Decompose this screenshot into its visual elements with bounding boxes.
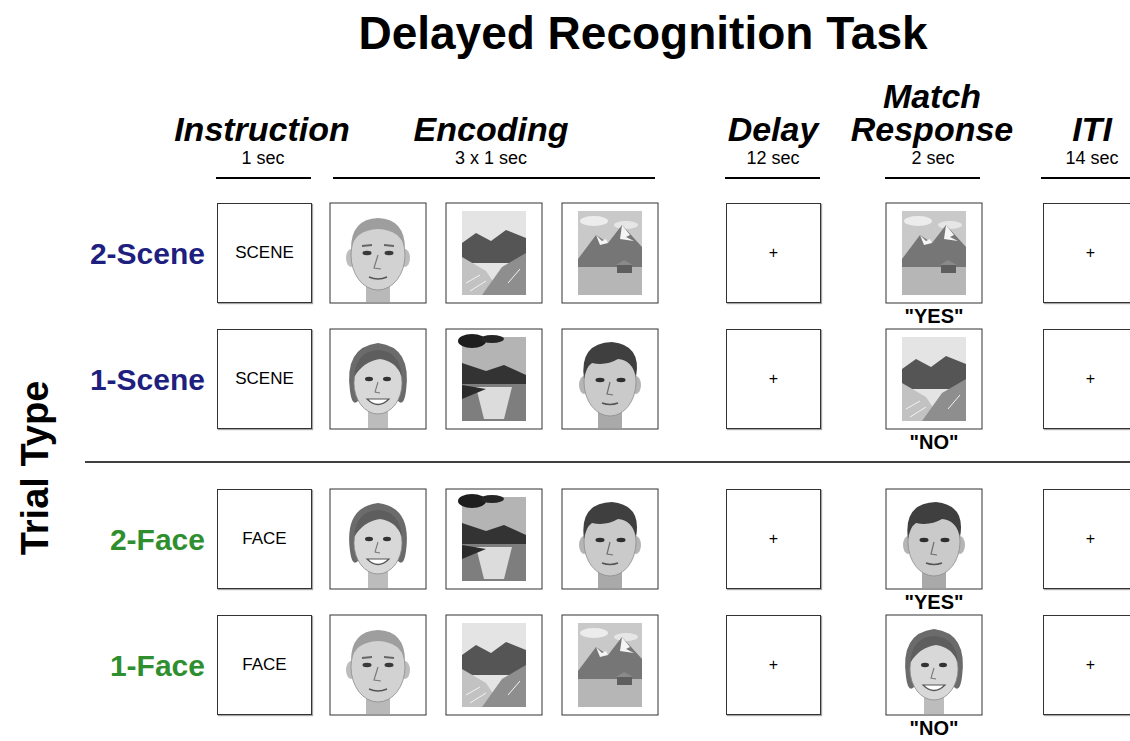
- header-rule: [725, 177, 820, 179]
- face-photo: [349, 343, 407, 428]
- scene-photo: [462, 211, 526, 295]
- instruction-word: FACE: [242, 655, 286, 675]
- image-frame: [886, 203, 982, 303]
- face-photo: [579, 342, 641, 428]
- header-rules: [216, 177, 1130, 179]
- header-rule: [885, 177, 980, 179]
- image-frame: [562, 329, 658, 429]
- scene-photo: [458, 494, 526, 581]
- image-frame: [562, 203, 658, 303]
- response-label: "YES": [905, 305, 964, 327]
- column-header: Encoding: [414, 111, 569, 148]
- image-frame: [446, 329, 542, 429]
- response-label: "YES": [905, 591, 964, 613]
- fixation-cross: +: [769, 656, 778, 674]
- instruction-word: SCENE: [235, 369, 294, 389]
- figure-title: Delayed Recognition Task: [358, 8, 927, 59]
- face-photo: [346, 218, 410, 302]
- image-frame: [886, 489, 982, 589]
- trial-type-label: 2-Face: [110, 523, 205, 556]
- image-frame: [330, 489, 426, 589]
- column-header: Match Response: [842, 80, 1022, 146]
- image-frame: [330, 615, 426, 715]
- instruction-word: SCENE: [235, 243, 294, 263]
- column-header: Delay: [728, 111, 819, 148]
- duration-label: 14 sec: [1065, 149, 1118, 169]
- face-photo: [349, 503, 407, 588]
- instruction-screen: SCENE: [217, 203, 312, 303]
- header-rule: [216, 177, 311, 179]
- fixation-cross: +: [1086, 530, 1095, 548]
- duration-label: 2 sec: [911, 149, 954, 169]
- image-frames: [330, 203, 982, 715]
- divider-line: [85, 461, 1130, 463]
- fixation-cross: +: [769, 530, 778, 548]
- iti-screen: +: [1043, 615, 1130, 715]
- scene-photo: [578, 211, 642, 295]
- face-photo: [905, 629, 963, 714]
- image-frame: [446, 615, 542, 715]
- trial-type-label: 1-Scene: [90, 363, 205, 396]
- delay-screen: +: [726, 203, 821, 303]
- image-frame: [330, 329, 426, 429]
- response-label: "NO": [910, 717, 959, 739]
- face-photo: [579, 502, 641, 588]
- header-rule: [1041, 177, 1130, 179]
- fixation-cross: +: [769, 370, 778, 388]
- column-header: Instruction: [174, 111, 350, 148]
- axis-label: Trial Type: [15, 381, 57, 556]
- response-label: "NO": [910, 431, 959, 453]
- image-frame: [446, 489, 542, 589]
- duration-label: 3 x 1 sec: [455, 149, 527, 169]
- instruction-word: FACE: [242, 529, 286, 549]
- image-frame: [886, 615, 982, 715]
- instruction-screen: FACE: [217, 615, 312, 715]
- face-photo: [346, 630, 410, 714]
- duration-label: 1 sec: [241, 149, 284, 169]
- image-frame: [886, 329, 982, 429]
- delay-screen: +: [726, 615, 821, 715]
- header-rule: [333, 177, 655, 179]
- fixation-cross: +: [1086, 244, 1095, 262]
- iti-screen: +: [1043, 203, 1130, 303]
- instruction-screen: SCENE: [217, 329, 312, 429]
- image-frame: [562, 615, 658, 715]
- duration-label: 12 sec: [746, 149, 799, 169]
- scene-photo: [902, 337, 966, 421]
- face-photo: [903, 502, 965, 588]
- image-frame: [562, 489, 658, 589]
- delay-screen: +: [726, 329, 821, 429]
- scene-photo: [578, 623, 642, 707]
- fixation-cross: +: [769, 244, 778, 262]
- scene-photo: [458, 334, 526, 421]
- fixation-cross: +: [1086, 370, 1095, 388]
- image-frame: [330, 203, 426, 303]
- iti-screen: +: [1043, 329, 1130, 429]
- column-header: ITI: [1072, 111, 1112, 148]
- fixation-cross: +: [1086, 656, 1095, 674]
- scene-photo: [462, 623, 526, 707]
- delay-screen: +: [726, 489, 821, 589]
- scene-photo: [902, 211, 966, 295]
- instruction-screen: FACE: [217, 489, 312, 589]
- iti-screen: +: [1043, 489, 1130, 589]
- image-frame: [446, 203, 542, 303]
- trial-type-label: 2-Scene: [90, 237, 205, 270]
- trial-type-label: 1-Face: [110, 649, 205, 682]
